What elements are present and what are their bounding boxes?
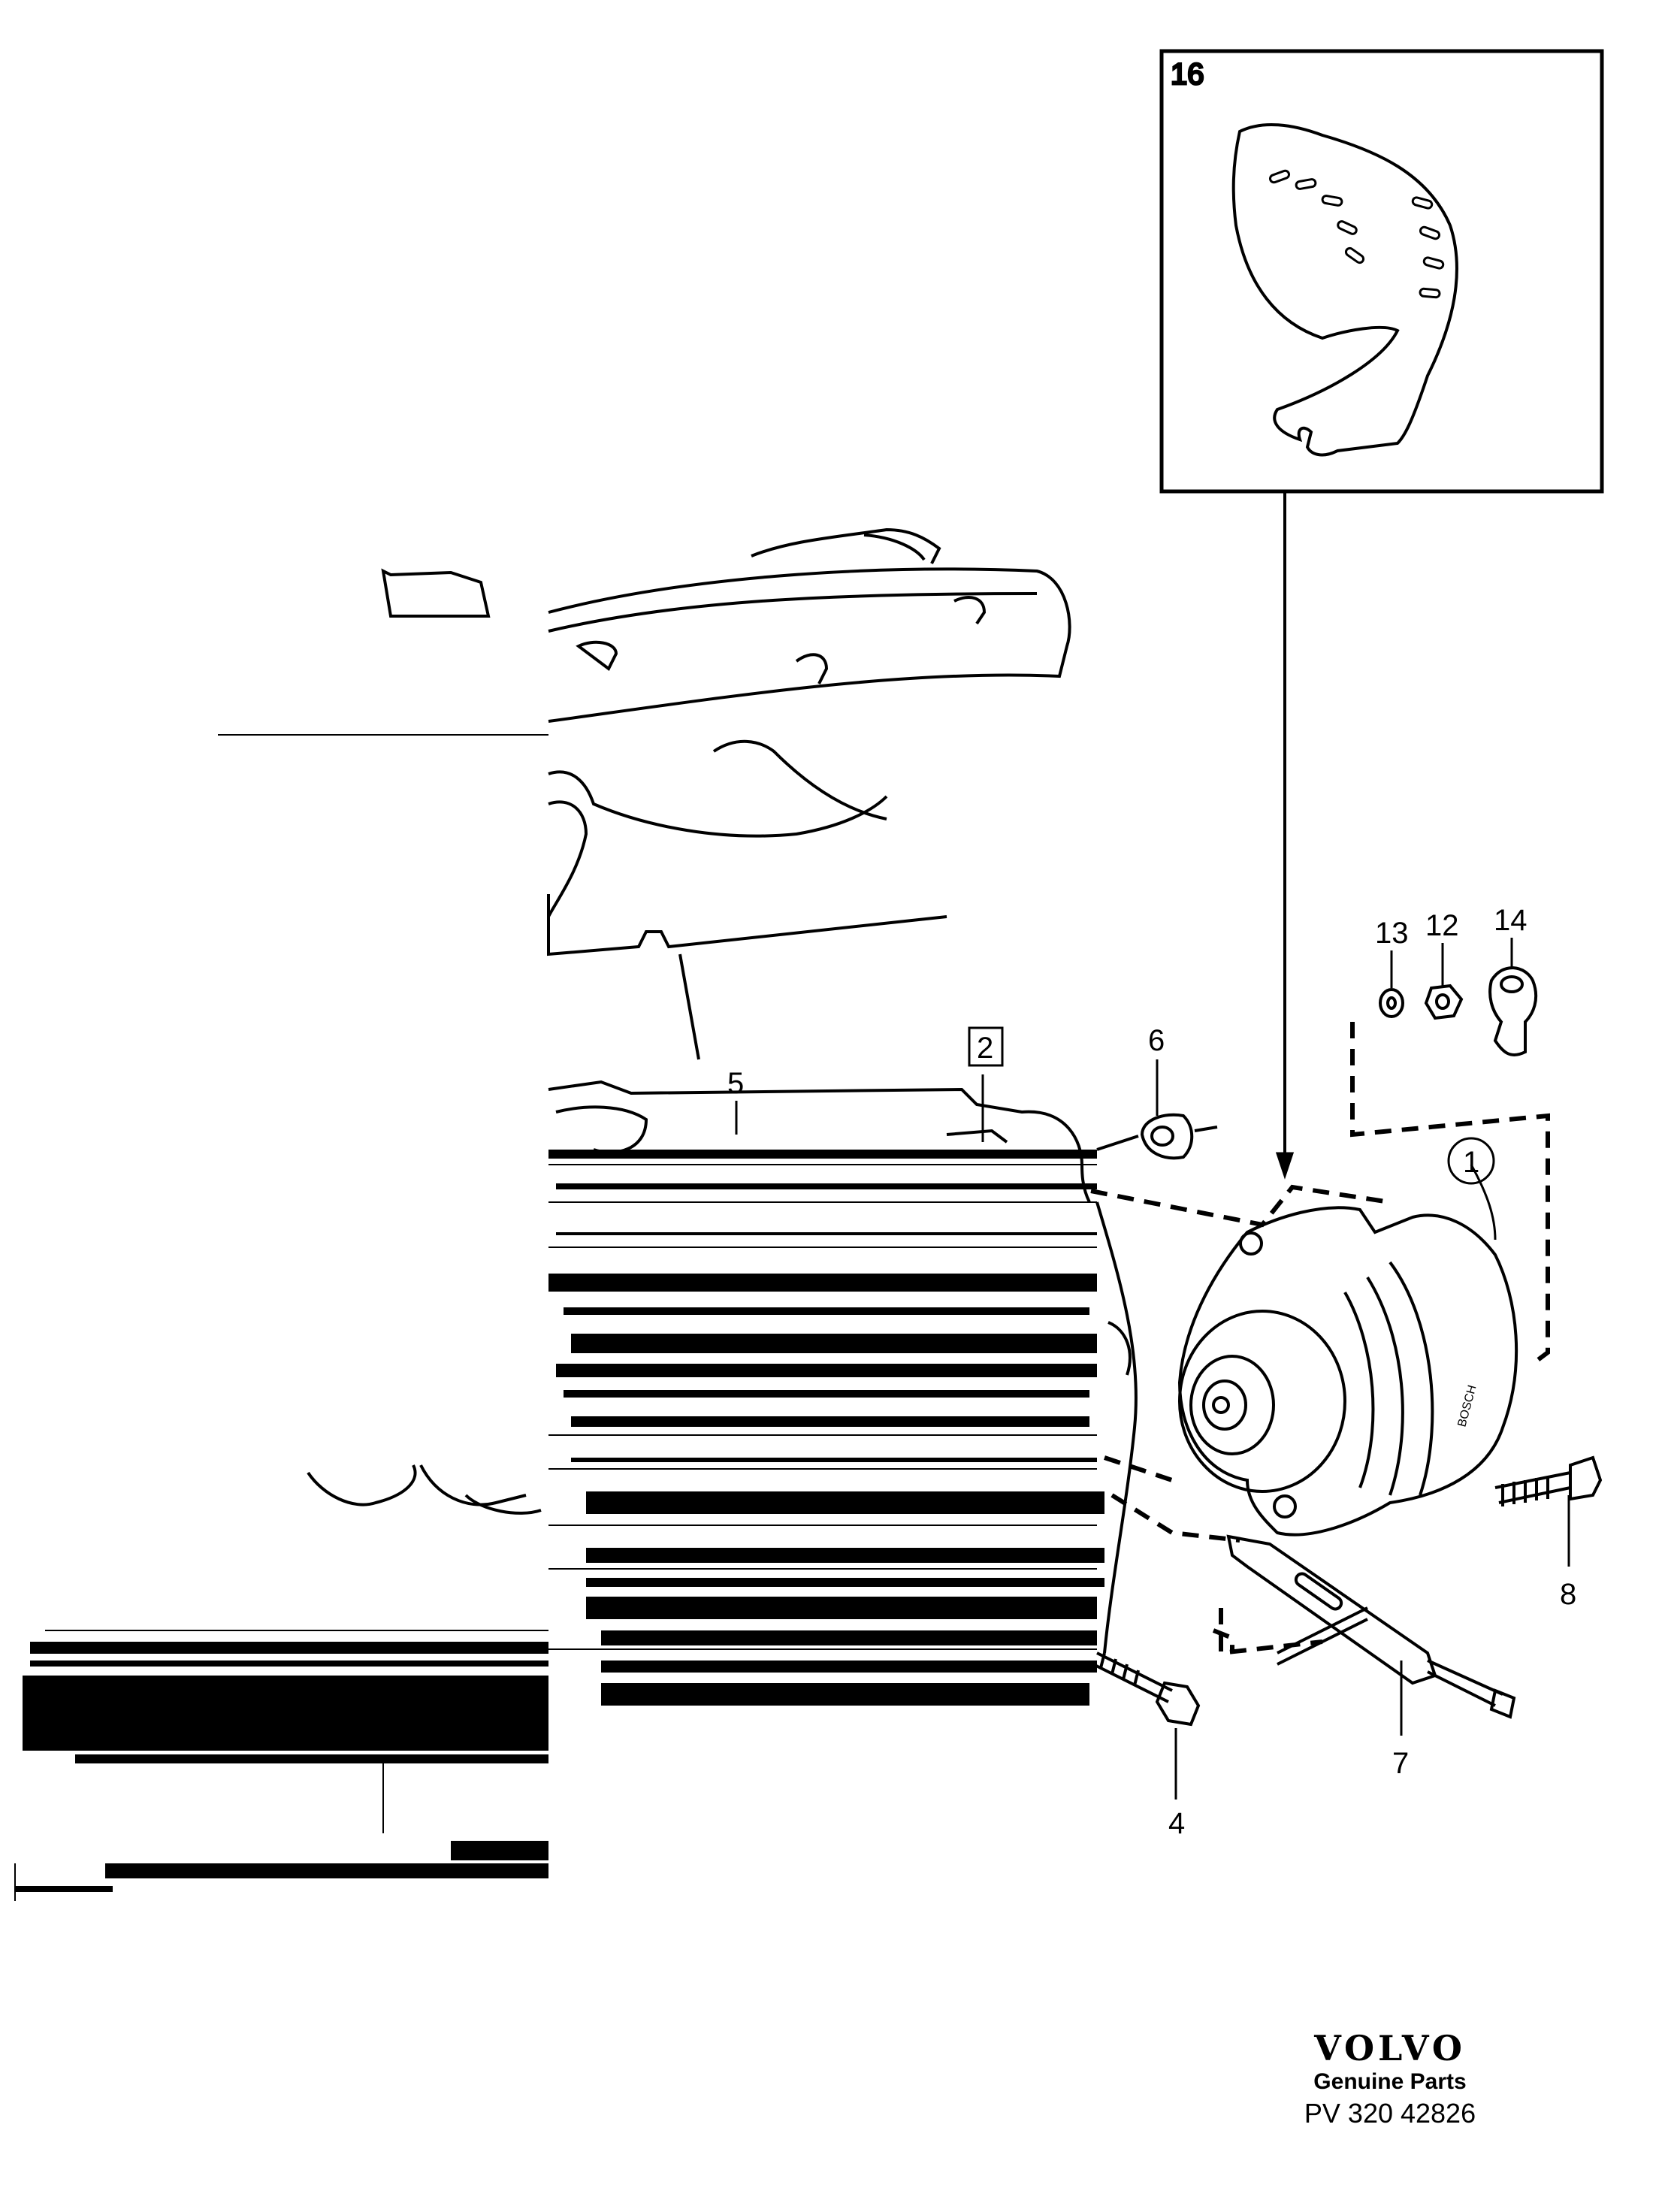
bolt-8-drawing (1494, 1455, 1603, 1506)
diagram-code: PV 320 42826 (1304, 2098, 1476, 2129)
callout-2: 2 (977, 1032, 993, 1065)
callout-1: 1 (1463, 1146, 1479, 1179)
callout-13: 13 (1375, 917, 1409, 950)
callout-4: 4 (1168, 1807, 1185, 1840)
scan-thin-lines (14, 734, 1097, 1901)
brand-subtitle: Genuine Parts (1313, 2069, 1467, 2094)
callout-leaders (735, 938, 1570, 1800)
small-parts-12-13-14 (1379, 966, 1538, 1056)
bolt-4-drawing (1092, 1651, 1201, 1727)
callout-14: 14 (1494, 904, 1528, 937)
callout-12: 12 (1425, 909, 1459, 942)
callout-2-box (968, 1026, 1004, 1067)
nut-6-drawing (1096, 1113, 1218, 1160)
volvo-logo: VOLVO (1314, 2028, 1466, 2068)
callout-16: 16 (1171, 58, 1204, 91)
alternator-drawing: BOSCH (1177, 1206, 1518, 1537)
brand-block: VOLVO Genuine Parts PV 320 42826 (1277, 2029, 1503, 2131)
fan-cover-drawing (1231, 123, 1458, 457)
svg-text:BOSCH: BOSCH (1455, 1384, 1479, 1428)
callout-6: 6 (1148, 1024, 1165, 1057)
callout-5: 5 (727, 1067, 744, 1100)
scan-band-artifacts (15, 1150, 1104, 1892)
adjusting-bracket-drawing (1226, 1534, 1516, 1719)
callout-labels: 1 2 4 5 6 7 8 12 13 14 (727, 904, 1576, 1840)
inset-part-16: 16 (1159, 49, 1604, 494)
engine-block-drawing (307, 527, 1138, 1654)
cover-vent-slots (1268, 169, 1445, 299)
assembly-dashed-lines (1090, 1022, 1550, 1656)
callout-7: 7 (1392, 1747, 1409, 1780)
inset-frame (1159, 49, 1604, 494)
callout-1-circle (1447, 1137, 1495, 1185)
callout-8: 8 (1560, 1578, 1576, 1611)
